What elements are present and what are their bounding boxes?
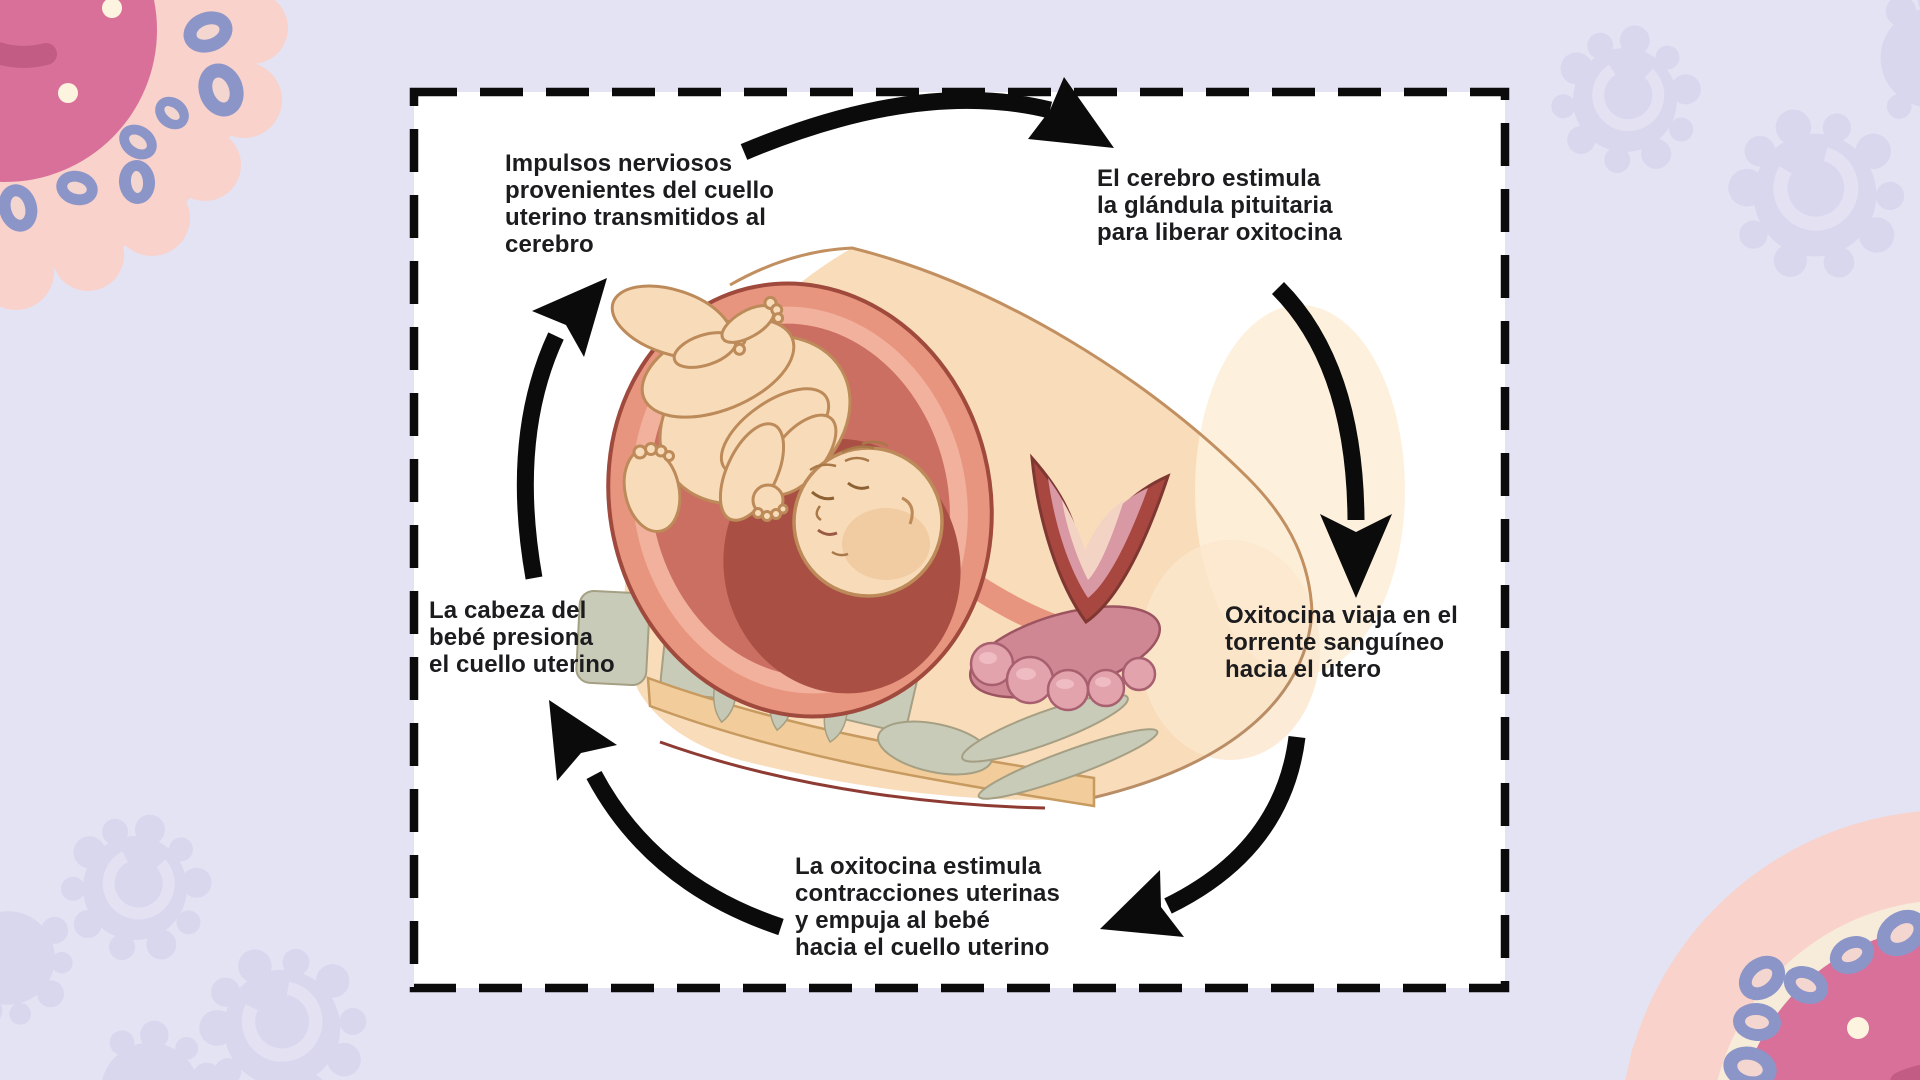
baby-eyebrow bbox=[809, 463, 837, 472]
skin-highlight bbox=[1140, 540, 1320, 760]
step-label-line: provenientes del cuello bbox=[505, 177, 775, 204]
baby-face bbox=[809, 440, 914, 557]
step-label-line: bebé presiona bbox=[429, 624, 594, 651]
cell-dot bbox=[58, 83, 78, 103]
baby-forearm bbox=[718, 422, 786, 522]
step-label-head-presses-cervix: La cabeza del bebé presiona el cuello ut… bbox=[429, 597, 615, 678]
step-label-line: contracciones uterinas bbox=[795, 880, 1060, 907]
baby-ear bbox=[901, 496, 914, 525]
step-label-line: uterino transmitidos al bbox=[505, 204, 767, 231]
baby-hand bbox=[751, 483, 789, 522]
baby-hair bbox=[861, 440, 889, 448]
baby-side-foot bbox=[622, 442, 682, 533]
baby-mouth bbox=[817, 528, 838, 536]
ovum-cell-illustration-top-left bbox=[0, 0, 288, 310]
microbe-blob-icon bbox=[60, 814, 212, 961]
cell-crescent bbox=[1890, 1064, 1920, 1080]
sacrum-band bbox=[646, 676, 1096, 808]
step-label-line: La cabeza del bbox=[429, 597, 587, 624]
cell-dot bbox=[102, 0, 122, 18]
cervix-canal bbox=[1062, 500, 1124, 580]
step-label-line: hacia el útero bbox=[1225, 656, 1382, 683]
baby-closed-eye bbox=[810, 490, 835, 501]
step-label-line: el cuello uterino bbox=[429, 651, 615, 678]
belly-outline bbox=[729, 246, 1314, 613]
step-label-line: la glándula pituitaria bbox=[1097, 192, 1333, 219]
baby bbox=[610, 284, 944, 598]
baby-eyebrow bbox=[844, 456, 870, 463]
cycle-arrow-right-upper-icon bbox=[1271, 281, 1392, 598]
cell-body bbox=[1744, 928, 1920, 1080]
cycle-arrow-top-icon bbox=[740, 77, 1114, 160]
microbe-blob-icon bbox=[100, 1020, 221, 1080]
childbirth-uterus-illustration bbox=[575, 246, 1405, 810]
step-label-line: hacia el cuello uterino bbox=[795, 934, 1050, 961]
step-label-nerve-impulses: Impulsos nerviosos provenientes del cuel… bbox=[505, 150, 774, 258]
step-label-line: La oxitocina estimula bbox=[795, 853, 1042, 880]
step-label-uterine-contractions: La oxitocina estimula contracciones uter… bbox=[795, 853, 1060, 961]
baby-closed-eye bbox=[847, 481, 870, 490]
pubic-bone bbox=[961, 693, 1129, 763]
buttock-outline bbox=[1091, 611, 1314, 800]
baby-cheek-shading bbox=[842, 508, 930, 580]
step-label-line: torrente sanguíneo bbox=[1225, 629, 1445, 656]
cell-receptor-rings bbox=[0, 11, 244, 232]
cell-dot bbox=[1847, 1017, 1869, 1039]
step-label-brain-stimulates-pituitary: El cerebro estimula la glándula pituitar… bbox=[1097, 165, 1342, 246]
step-label-line: y empuja al bebé bbox=[795, 907, 991, 934]
cycle-arrow-right-lower-icon bbox=[1100, 735, 1306, 937]
microbe-blob-icon bbox=[1880, 0, 1920, 119]
microbe-blob-icon bbox=[1551, 25, 1701, 174]
step-label-line: para liberar oxitocina bbox=[1097, 219, 1342, 246]
pubic-bone bbox=[977, 728, 1159, 800]
step-label-line: El cerebro estimula bbox=[1097, 165, 1321, 192]
microbe-blob-icon bbox=[0, 911, 73, 1025]
cell-receptor-rings bbox=[1723, 909, 1920, 1080]
step-label-line: Impulsos nerviosos bbox=[505, 150, 733, 177]
canal-rugae bbox=[969, 641, 1157, 712]
cycle-arrow-bottom-left-icon bbox=[549, 700, 784, 936]
baby-chin-crease bbox=[831, 550, 849, 557]
cycle-arrow-left-icon bbox=[516, 278, 607, 580]
step-label-line: cerebro bbox=[505, 231, 594, 258]
baby-foot bbox=[720, 295, 785, 344]
cell-crescent bbox=[0, 42, 57, 68]
baby-hair bbox=[841, 445, 875, 454]
vertebra bbox=[575, 589, 651, 687]
step-label-oxytocin-bloodstream: Oxitocina viaja en el torrente sanguíneo… bbox=[1225, 602, 1458, 683]
canal-rugae-highlights bbox=[979, 652, 1111, 689]
step-label-line: Oxitocina viaja en el bbox=[1225, 602, 1458, 629]
cervix bbox=[1030, 453, 1171, 625]
baby-nose bbox=[815, 505, 822, 522]
ovum-cell-illustration-bottom-right bbox=[1625, 811, 1920, 1080]
microbe-blob-icon bbox=[1728, 109, 1905, 278]
cycle-arrows bbox=[516, 77, 1392, 937]
microbe-blob-icon bbox=[199, 948, 367, 1080]
uterus-lower-edge-line bbox=[659, 740, 1046, 810]
